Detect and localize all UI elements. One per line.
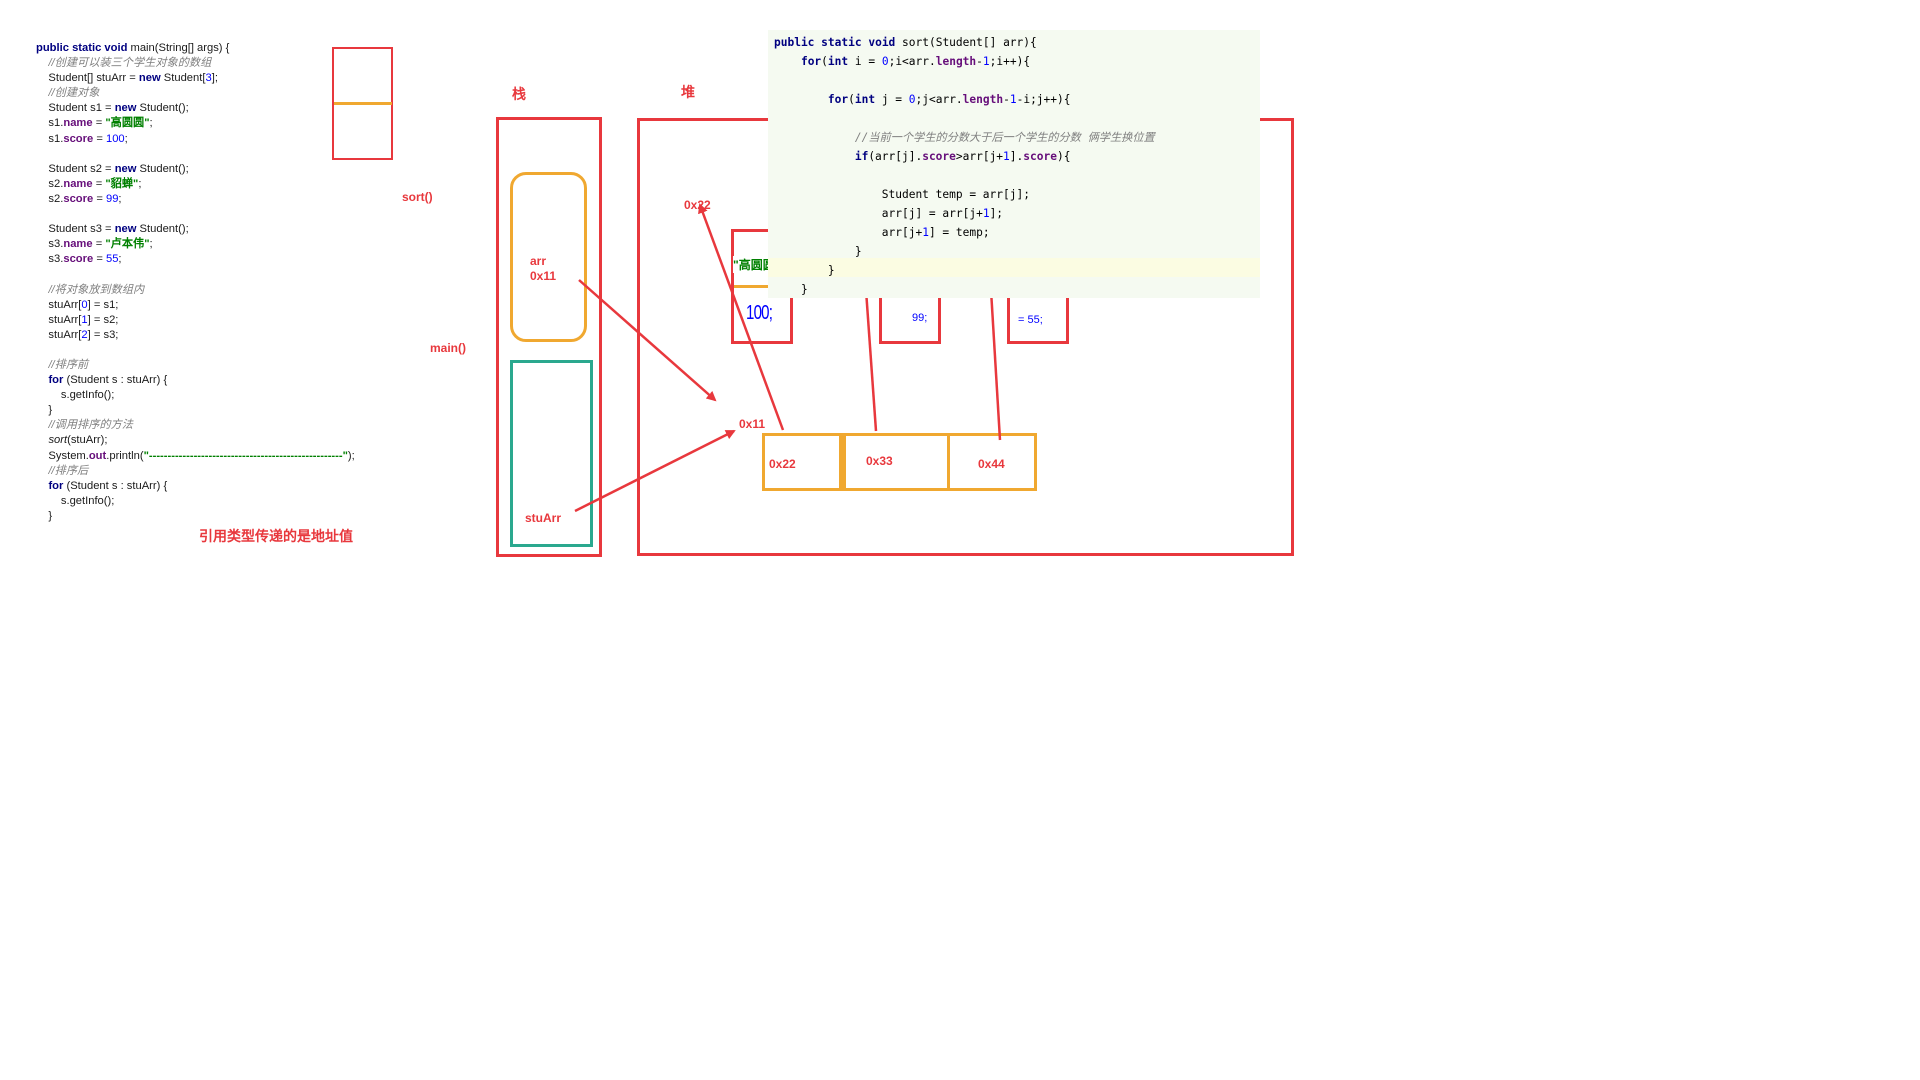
- array-cell-1: 0x33: [866, 454, 893, 468]
- array-address-label: 0x11: [739, 417, 766, 431]
- main-code-line: //排序前: [48, 358, 89, 371]
- main-code-line: //创建可以装三个学生对象的数组: [48, 57, 212, 70]
- main-code-line: s.getInfo();: [36, 494, 115, 507]
- main-code-line: s3.score = 55;: [36, 253, 122, 266]
- sort-method-code: public static void sort(Student[] arr){ …: [774, 33, 1155, 299]
- sort-stack-frame: [510, 172, 587, 342]
- array-cell-0: 0x22: [769, 457, 796, 471]
- main-code-line: s2.name = "貂蝉";: [36, 177, 142, 190]
- stuarr-variable-label: stuArr: [525, 511, 562, 525]
- main-code-line: for (Student s : stuArr) {: [48, 479, 168, 492]
- arr-address-label: 0x11: [530, 269, 557, 283]
- main-code-line: s1.name = "高圆圆";: [36, 117, 153, 130]
- sort-code-line: public static void sort(Student[] arr){: [774, 36, 1037, 49]
- sort-code-line: arr[j+1] = temp;: [774, 226, 990, 239]
- main-code-line: }: [36, 509, 53, 522]
- sort-code-line: arr[j] = arr[j+1];: [774, 207, 1004, 220]
- main-code-line: System.out.println("--------------------…: [36, 449, 355, 462]
- main-code-line: sort(stuArr);: [48, 434, 108, 447]
- small-red-box: [332, 47, 393, 160]
- main-code-line: //调用排序的方法: [48, 419, 133, 432]
- main-code-line: Student s1 = new Student();: [36, 102, 189, 115]
- student-array: [762, 433, 1037, 491]
- main-code-line: Student[] stuArr = new Student[3];: [36, 72, 218, 85]
- sort-frame-label: sort(): [402, 190, 433, 204]
- stack-title: 栈: [512, 87, 526, 103]
- main-code-line: s3.name = "卢本伟";: [36, 238, 153, 251]
- main-code-line: Student s2 = new Student();: [36, 162, 189, 175]
- main-code-line: }: [36, 404, 53, 417]
- main-code-line: s1.score = 100;: [36, 132, 128, 145]
- sort-code-line: [774, 71, 1155, 90]
- main-code-line: [36, 267, 355, 282]
- s1-score-value: 100;: [746, 302, 773, 324]
- array-divider-1: [839, 435, 846, 491]
- main-code-line: s2.score = 99;: [36, 192, 122, 205]
- reference-note: 引用类型传递的是地址值: [199, 529, 353, 545]
- main-code-line: [36, 207, 355, 222]
- main-code-line: stuArr[0] = s1;: [36, 298, 119, 311]
- array-cell-2: 0x44: [978, 457, 1005, 471]
- sort-code-line: }: [774, 283, 808, 296]
- sort-code-line: for(int j = 0;j<arr.length-1-i;j++){: [827, 93, 1071, 106]
- caret-line-highlight: [768, 258, 1260, 277]
- main-frame-label: main(): [430, 341, 466, 355]
- sort-code-line: }: [774, 264, 835, 277]
- main-code-line: stuArr[1] = s2;: [36, 313, 119, 326]
- sort-code-line: [774, 166, 1155, 185]
- main-code-line: stuArr[2] = s3;: [36, 328, 119, 341]
- sort-code-line: //当前一个学生的分数大于后一个学生的分数 俩学生换位置: [854, 131, 1155, 144]
- s1-orange-mark: [734, 285, 772, 288]
- main-method-code: public static void main(String[] args) {…: [36, 41, 355, 524]
- main-code-line: Student s3 = new Student();: [36, 223, 189, 236]
- small-orange-line: [334, 102, 392, 105]
- array-divider-2: [947, 435, 950, 491]
- sort-code-line: for(int i = 0;i<arr.length-1;i++){: [800, 55, 1031, 68]
- s3-score-value: = 55;: [1018, 314, 1043, 326]
- main-code-line: public static void main(String[] args) {: [36, 42, 230, 54]
- s2-score-value: 99;: [912, 312, 928, 324]
- main-code-line: //将对象放到数组内: [48, 283, 145, 296]
- sort-code-line: Student temp = arr[j];: [774, 188, 1030, 201]
- heap-title: 堆: [681, 85, 695, 101]
- sort-code-line: }: [774, 245, 862, 258]
- arr-variable-label: arr: [530, 254, 547, 268]
- object-address-label: 0x22: [684, 198, 711, 212]
- sort-code-line: if(arr[j].score>arr[j+1].score){: [854, 150, 1071, 163]
- sort-code-line: [774, 109, 1155, 128]
- main-code-line: //创建对象: [48, 87, 100, 100]
- main-code-line: s.getInfo();: [36, 389, 115, 402]
- main-code-line: //排序后: [48, 464, 89, 477]
- main-code-line: for (Student s : stuArr) {: [48, 374, 168, 387]
- main-code-line: [36, 343, 355, 358]
- main-code-line: [36, 147, 355, 162]
- sort-method-panel: [768, 30, 1260, 298]
